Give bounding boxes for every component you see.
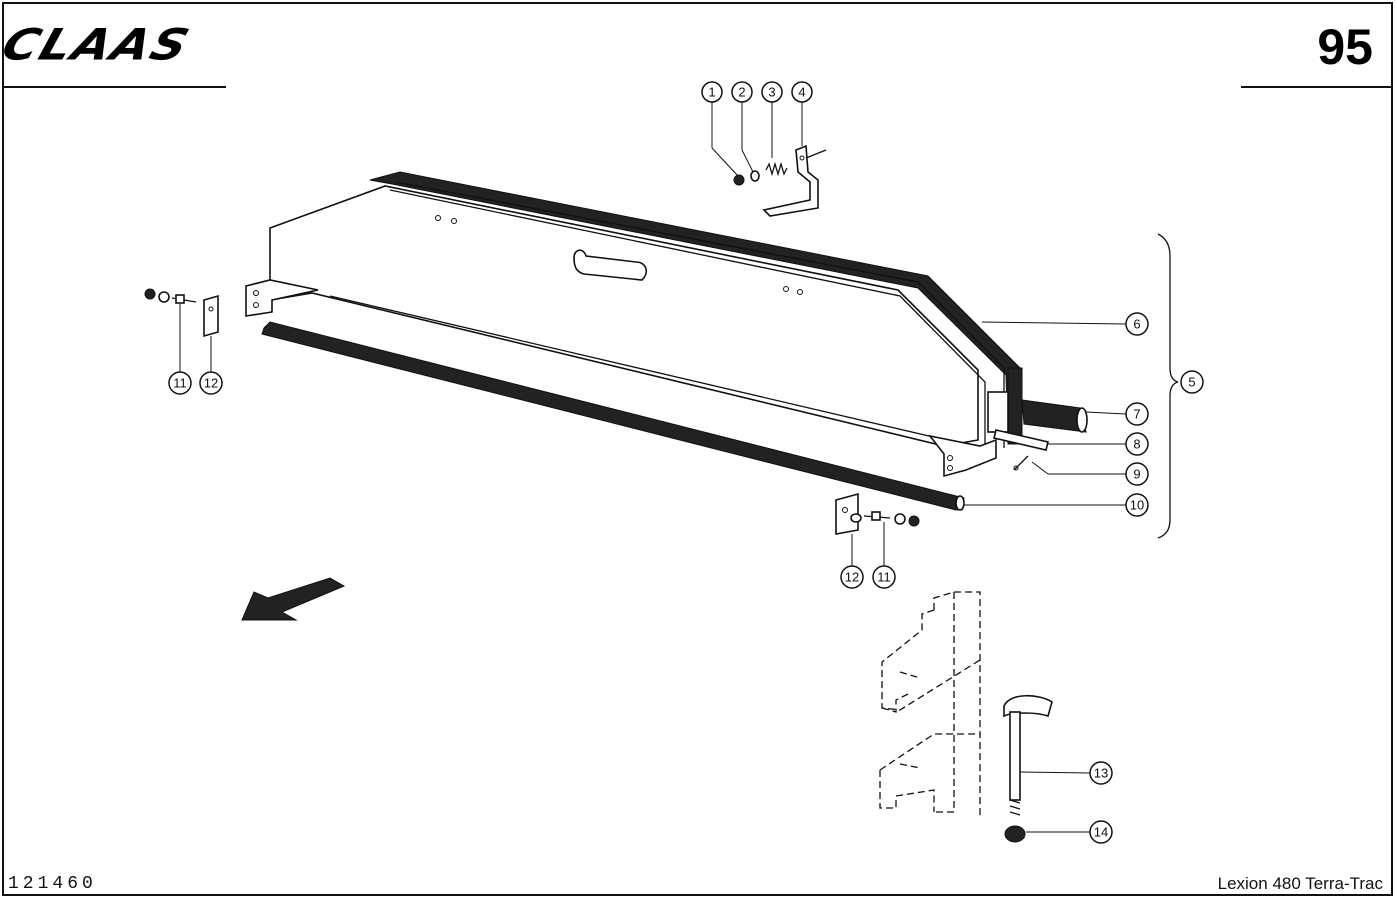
svg-text:10: 10 [1130,498,1144,513]
callout-11-right: 11 [872,565,896,589]
callout-10: 10 [1125,493,1149,517]
callout-11-left: 11 [168,371,192,395]
clamp-strip [993,429,1049,451]
svg-text:6: 6 [1133,317,1140,332]
left-fastener-set [144,288,219,338]
callout-7: 7 [1125,402,1149,426]
svg-text:13: 13 [1094,766,1108,781]
right-fastener-set [835,492,920,535]
spring [765,161,788,177]
left-clip [203,294,219,338]
callout-1: 1 [701,81,723,103]
callout-14: 14 [1089,820,1113,844]
svg-text:5: 5 [1188,375,1195,390]
svg-text:8: 8 [1133,437,1140,452]
right-bracket [928,434,997,478]
drawing-number: 121460 [8,874,97,894]
locking-pin [1003,694,1053,816]
callouts: 1 2 3 4 5 6 7 8 9 10 11 12 12 11 13 14 [168,81,1204,844]
svg-text:12: 12 [845,570,859,585]
svg-text:12: 12 [204,376,218,391]
page-number: 95 [1317,19,1373,75]
svg-text:11: 11 [173,376,187,391]
panel-handle [573,249,648,281]
callout-12-right: 12 [840,565,864,589]
callout-5: 5 [1180,370,1204,394]
callout-13: 13 [1089,761,1113,785]
model-label: Lexion 480 Terra-Trac [1217,874,1383,893]
callout-2: 2 [731,81,753,103]
direction-arrow [241,577,346,621]
left-bracket [245,279,319,317]
svg-text:7: 7 [1133,407,1140,422]
svg-text:3: 3 [768,85,775,100]
leader-lines [179,102,1179,833]
svg-text:1: 1 [708,85,715,100]
header-rule-right [1241,86,1391,88]
svg-text:11: 11 [877,570,891,585]
seal-piece [1021,399,1088,433]
callout-9: 9 [1125,462,1149,486]
washer [750,170,760,182]
latch-assembly [733,144,827,217]
svg-text:9: 9 [1133,467,1140,482]
callout-12-left: 12 [199,371,223,395]
locking-nut [1004,825,1026,843]
svg-text:4: 4 [798,85,805,100]
header-rule-left [4,86,226,88]
nut [733,174,745,186]
callout-6: 6 [1125,312,1149,336]
assembly-brace [1157,233,1179,539]
callout-3: 3 [761,81,783,103]
svg-text:14: 14 [1094,825,1108,840]
support-bracket [879,591,981,816]
callout-8: 8 [1125,432,1149,456]
svg-text:2: 2 [738,85,745,100]
latch [762,144,819,217]
cover-panel [245,171,1023,478]
lower-seal-rod [261,321,965,511]
split-pin [1013,455,1029,471]
right-clip [835,492,859,535]
callout-4: 4 [791,81,813,103]
